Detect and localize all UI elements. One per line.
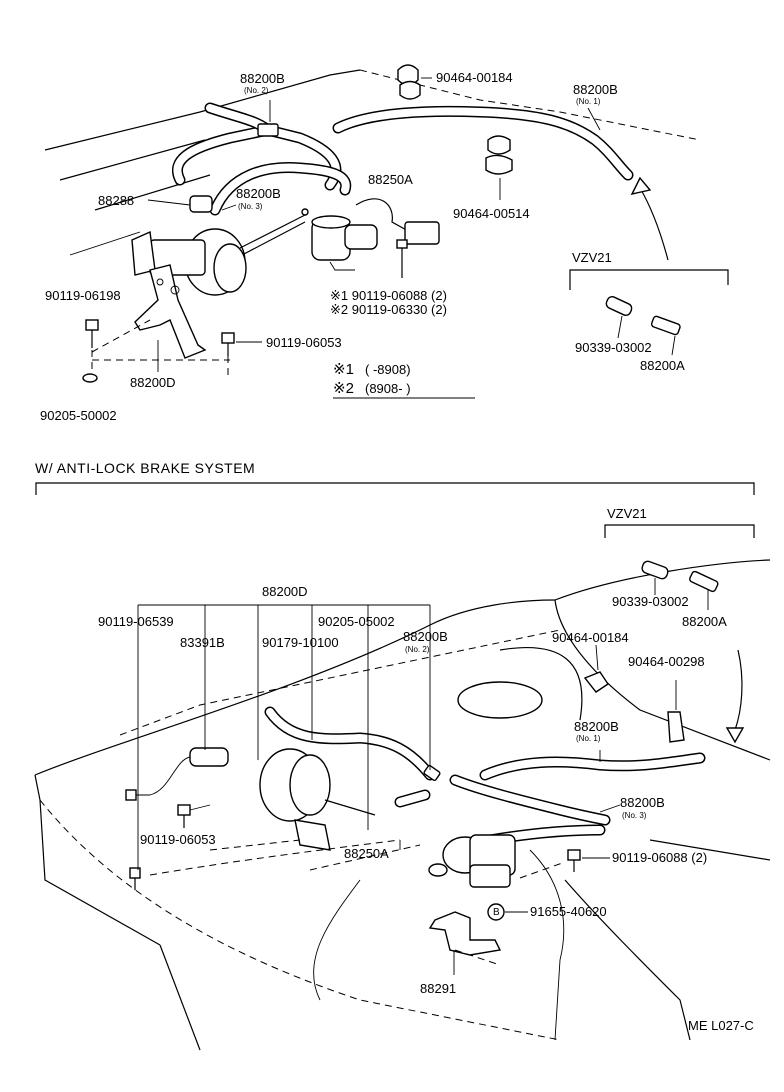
vacuum-valve-lower-icon bbox=[428, 834, 516, 888]
note1-range: ( -8908) bbox=[365, 362, 411, 377]
note1-mark: ※1 bbox=[333, 361, 354, 378]
actuator-lower-icon bbox=[259, 748, 376, 851]
label-hose-no2-lower-sub: (No. 2) bbox=[405, 645, 430, 654]
label-bolt-06088-lower: 90119-06088 (2) bbox=[612, 850, 707, 865]
label-88288: 88288 bbox=[98, 193, 134, 208]
clamp-mid-icon bbox=[485, 135, 513, 175]
bracket-88291-icon bbox=[428, 911, 502, 956]
label-hose-no3-lower: 88200B bbox=[620, 795, 665, 810]
label-hose-no1-sub: (No. 1) bbox=[576, 97, 601, 106]
label-washer-50002: 90205-50002 bbox=[40, 408, 117, 423]
note2-range: (8908- ) bbox=[365, 381, 411, 396]
label-hose-no1-lower-sub: (No. 1) bbox=[576, 734, 601, 743]
label-bracket-88291: 88291 bbox=[420, 981, 456, 996]
label-fitting-88200a-lower: 88200A bbox=[682, 614, 727, 629]
clamp-top-icon bbox=[397, 64, 421, 100]
label-switch-83391b: 83391B bbox=[180, 635, 225, 650]
label-hose-no1: 88200B bbox=[573, 82, 618, 97]
label-bracket-88200d-lower: 88200D bbox=[262, 584, 308, 599]
bolt-06053-icon bbox=[221, 332, 235, 356]
bolt-upper-icon bbox=[396, 239, 408, 278]
label-hose-no3-lower-sub: (No. 3) bbox=[622, 811, 647, 820]
lower-section bbox=[34, 524, 771, 1051]
label-plug-03002-lower: 90339-03002 bbox=[612, 594, 689, 609]
label-hose-no3: 88200B bbox=[236, 186, 281, 201]
label-bolt-06330: ※2 90119-06330 (2) bbox=[330, 302, 447, 317]
plug-upper-icon bbox=[605, 296, 633, 316]
label-bolt-06198: 90119-06198 bbox=[45, 288, 121, 303]
fitting-upper-icon bbox=[650, 315, 681, 336]
clamp-00298-icon bbox=[667, 711, 685, 743]
label-clamp-00184: 90464-00184 bbox=[552, 630, 629, 645]
lower-section-bracket bbox=[35, 482, 755, 495]
plug-lower-icon bbox=[641, 560, 669, 580]
label-washer-05002: 90205-05002 bbox=[318, 614, 395, 629]
nut-b-icon bbox=[487, 903, 505, 921]
label-vzv21-upper: VZV21 bbox=[572, 250, 612, 265]
washer-icon bbox=[82, 373, 98, 383]
label-hose-no1-lower: 88200B bbox=[574, 719, 619, 734]
vacuum-switch-icon bbox=[125, 747, 229, 801]
label-clamp-mid: 90464-00514 bbox=[453, 206, 530, 221]
bolt-06088-lower-icon bbox=[567, 849, 581, 872]
label-bolt-10100: 90179-10100 bbox=[262, 635, 339, 650]
label-bolt-06088: ※1 90119-06088 (2) bbox=[330, 288, 447, 303]
label-fitting-88200a: 88200A bbox=[640, 358, 685, 373]
label-bracket-88200d: 88200D bbox=[130, 375, 176, 390]
label-nut-40620: 91655-40620 bbox=[530, 904, 607, 919]
label-hose-no2: 88200B bbox=[240, 71, 285, 86]
label-plug-03002: 90339-03002 bbox=[575, 340, 652, 355]
label-hose-no2-sub: (No. 2) bbox=[244, 86, 269, 95]
label-hose-no3-sub: (No. 3) bbox=[238, 202, 263, 211]
label-clamp-00298: 90464-00298 bbox=[628, 654, 705, 669]
bolt-06539-icon bbox=[129, 867, 141, 890]
label-bolt-06053-lower: 90119-06053 bbox=[140, 832, 216, 847]
upper-section bbox=[44, 64, 729, 383]
label-hose-no2-lower: 88200B bbox=[403, 629, 448, 644]
label-valve-88250a-lower: 88250A bbox=[344, 846, 389, 861]
label-clamp-top: 90464-00184 bbox=[436, 70, 513, 85]
fitting-lower-icon bbox=[689, 570, 719, 593]
label-valve-88250a: 88250A bbox=[368, 172, 413, 187]
label-vzv21-lower: VZV21 bbox=[607, 506, 647, 521]
bolt-06198-icon bbox=[85, 319, 99, 348]
label-nut-b: B bbox=[493, 907, 500, 918]
lower-section-header: W/ ANTI-LOCK BRAKE SYSTEM bbox=[35, 460, 255, 476]
bracket-88200d-icon bbox=[134, 264, 207, 359]
label-bolt-06539: 90119-06539 bbox=[98, 614, 174, 629]
diagram-code: ME L027-C bbox=[688, 1018, 754, 1033]
tee-joint bbox=[257, 123, 279, 137]
vacuum-valve-icon bbox=[311, 198, 440, 271]
grommet-88288-icon bbox=[189, 195, 213, 213]
note2-mark: ※2 bbox=[333, 380, 354, 397]
actuator-icon bbox=[131, 208, 309, 296]
clamp-00184-icon bbox=[583, 671, 609, 693]
bolt-06053-lower-icon bbox=[177, 804, 211, 828]
label-bolt-06053: 90119-06053 bbox=[266, 335, 342, 350]
